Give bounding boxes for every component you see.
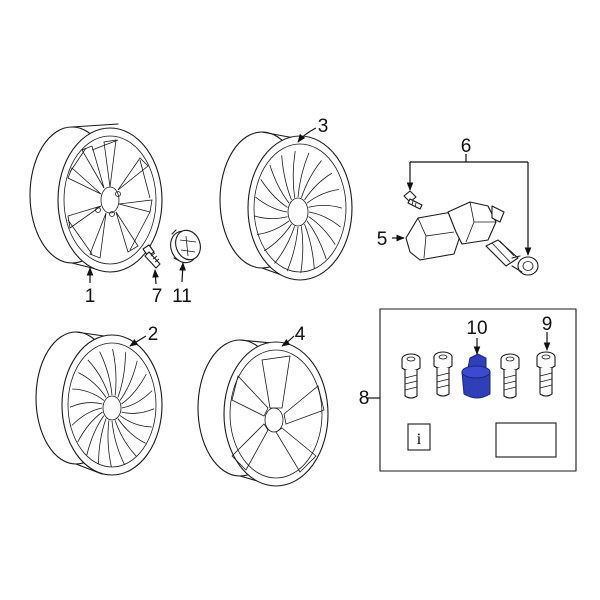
callout-2: 2 — [148, 324, 159, 345]
callout-4: 4 — [295, 324, 306, 345]
wheel-spoke — [112, 348, 117, 396]
info-card-letter: i — [417, 431, 422, 448]
wheel-spoke — [119, 415, 152, 428]
wheel-spoke — [121, 373, 147, 405]
wheel-1[interactable] — [29, 123, 163, 273]
wheel-spoke — [306, 189, 339, 204]
tpms-valve-stem-6[interactable] — [485, 239, 539, 276]
tpms-sensor-5[interactable] — [405, 201, 505, 261]
wheel-spoke — [98, 418, 107, 464]
lock-bolt-9[interactable] — [536, 351, 556, 397]
wheel-spoke — [269, 164, 290, 204]
code-card — [495, 422, 557, 458]
wheel-spoke — [119, 360, 138, 401]
wheel-spoke — [69, 402, 103, 408]
callout-leaders — [86, 127, 551, 399]
wheel-spoke — [292, 151, 296, 198]
wheel-spoke — [304, 172, 333, 201]
callout-1: 1 — [85, 286, 96, 307]
wheel-spoke — [86, 415, 105, 456]
wheel-spoke — [71, 407, 103, 426]
lock-bolt-left-2[interactable] — [433, 351, 453, 397]
wheel-spoke — [121, 390, 153, 409]
wheel-spoke — [121, 408, 155, 414]
wheel-spoke — [114, 420, 137, 457]
wheel-spoke — [99, 351, 113, 396]
callout-7: 7 — [152, 286, 163, 307]
wheel-spoke — [306, 220, 327, 260]
tpms-screw-6[interactable] — [403, 190, 423, 210]
lock-key-10[interactable] — [461, 353, 491, 399]
wheel-2[interactable] — [35, 331, 163, 476]
wheel-spoke — [263, 223, 292, 252]
wheel-spoke — [297, 152, 310, 198]
callout-3: 3 — [318, 116, 329, 137]
wheel-spoke — [304, 223, 315, 269]
wheel-spoke — [72, 388, 105, 401]
wheel-spoke — [257, 220, 290, 235]
wheel-bolt-7[interactable] — [142, 244, 161, 269]
callout-9: 9 — [542, 314, 553, 335]
lock-bolt-left-1[interactable] — [401, 353, 421, 399]
info-card-icon: i — [407, 423, 431, 451]
wheel-3[interactable] — [219, 131, 353, 281]
wheel-spoke — [308, 204, 343, 209]
lock-bolt-right-1[interactable] — [500, 353, 520, 399]
callout-6: 6 — [461, 136, 472, 157]
callout-5: 5 — [377, 229, 388, 250]
callout-8: 8 — [359, 388, 370, 409]
wheel-spoke — [260, 179, 288, 208]
wheel-spoke — [308, 211, 341, 228]
callout-11: 11 — [172, 286, 192, 307]
wheel-spoke — [111, 420, 125, 465]
wheel-spoke — [78, 372, 107, 398]
wheel-spoke — [301, 160, 322, 198]
wheel-spoke — [281, 155, 292, 201]
wheel-spoke — [87, 359, 110, 396]
wheel-spoke — [77, 411, 103, 443]
wheel-spoke — [117, 418, 146, 444]
wheel-spoke — [117, 352, 126, 398]
wheel-spoke — [274, 226, 295, 264]
wheel-spoke — [286, 226, 299, 272]
center-cap-11[interactable] — [166, 227, 204, 267]
callout-10: 10 — [466, 318, 487, 339]
wheel-spoke — [308, 216, 336, 245]
wheel-spoke — [255, 196, 288, 213]
wheel-spoke — [253, 215, 288, 220]
wheel-4[interactable] — [197, 339, 329, 487]
wheel-spoke — [107, 420, 112, 468]
wheel-spoke — [300, 226, 304, 273]
